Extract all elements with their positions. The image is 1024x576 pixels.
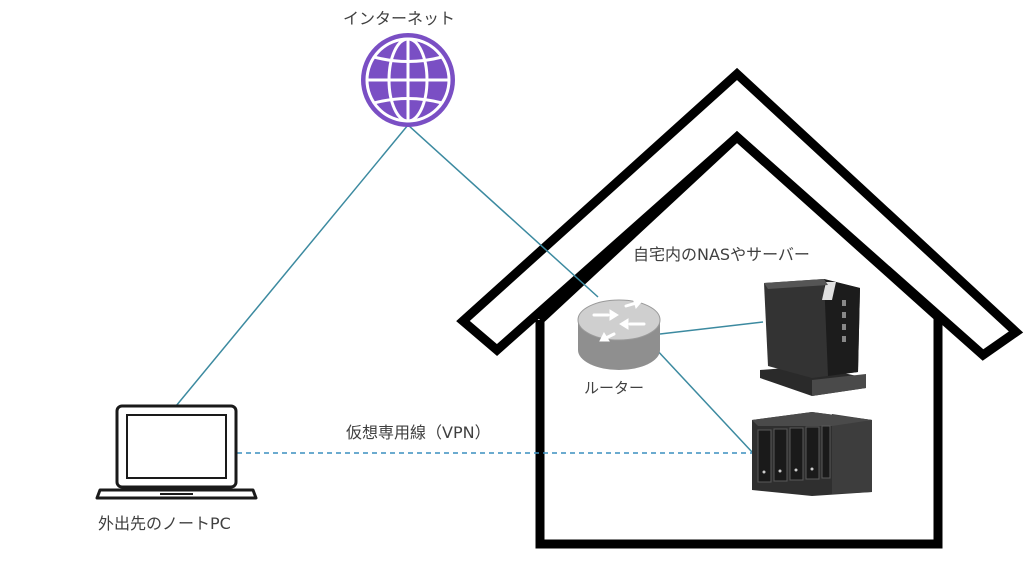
laptop-label: 外出先のノートPC (98, 514, 231, 533)
mini-pc-server-icon (760, 279, 866, 396)
laptop-icon (95, 404, 258, 500)
router-icon (577, 297, 661, 370)
connections (175, 124, 764, 454)
line-internet-router (407, 124, 599, 298)
line-router-nas (654, 347, 753, 453)
house-outline (456, 67, 1024, 549)
home-servers-label: 自宅内のNASやサーバー (633, 245, 810, 264)
line-internet-laptop (175, 124, 409, 407)
house-inner-roof (536, 130, 942, 324)
router-label: ルーター (584, 379, 645, 397)
globe-icon (361, 33, 455, 127)
line-router-server (659, 321, 764, 335)
internet-label: インターネット (343, 9, 456, 28)
vpn-label: 仮想専用線（VPN） (346, 423, 491, 442)
house-walls (535, 317, 943, 549)
house-roof (456, 67, 1024, 361)
nas-icon (752, 412, 872, 496)
